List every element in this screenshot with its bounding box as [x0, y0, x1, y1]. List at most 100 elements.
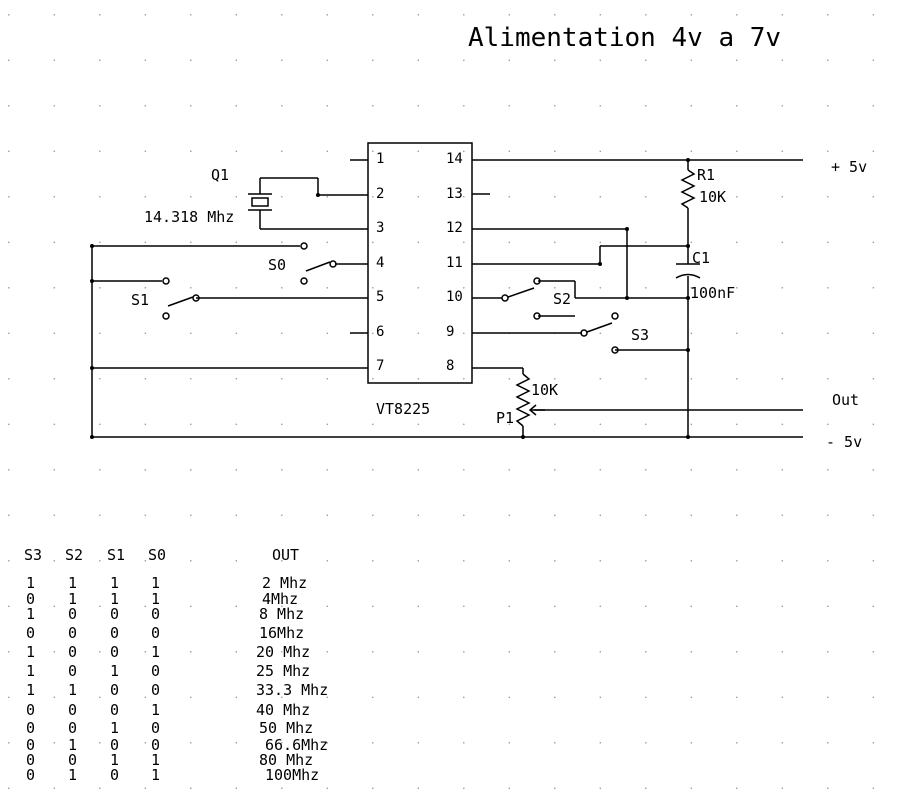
table-cell-s3: 0 — [26, 624, 35, 642]
table-cell-out: 66.6Mhz — [265, 736, 328, 754]
crystal-ref: Q1 — [211, 166, 229, 184]
pin-13-label: 13 — [446, 186, 463, 202]
switch-s1-label: S1 — [131, 291, 149, 309]
terminal-vminus: - 5v — [826, 433, 862, 451]
terminal-out: Out — [832, 391, 859, 409]
table-cell-s0: 0 — [151, 719, 160, 737]
table-cell-s2: 0 — [68, 751, 77, 769]
capacitor-c1-symbol — [675, 263, 701, 279]
table-cell-s2: 0 — [68, 643, 77, 661]
table-cell-s0: 0 — [151, 662, 160, 680]
diagram-title: Alimentation 4v a 7v — [468, 23, 781, 53]
table-cell-s3: 0 — [26, 751, 35, 769]
table-cell-s0: 1 — [151, 590, 160, 608]
pot-ref: P1 — [496, 409, 514, 427]
table-header-s3: S3 — [24, 546, 42, 564]
pin-14-label: 14 — [446, 151, 463, 167]
table-cell-s2: 0 — [68, 662, 77, 680]
ic-chip-body — [367, 142, 473, 384]
table-cell-s2: 0 — [68, 605, 77, 623]
crystal-value: 14.318 Mhz — [144, 208, 234, 226]
pin-5-label: 5 — [376, 289, 384, 305]
table-cell-s2: 1 — [68, 766, 77, 784]
table-cell-s3: 0 — [26, 719, 35, 737]
unconnected-pin-stubs — [350, 159, 490, 334]
capacitor-ref: C1 — [692, 249, 710, 267]
pin-12-label: 12 — [446, 220, 463, 236]
table-cell-s1: 1 — [110, 662, 119, 680]
table-cell-out: 100Mhz — [265, 766, 319, 784]
crystal-q1-symbol — [248, 193, 272, 211]
resistor-r1-symbol — [680, 169, 696, 209]
table-cell-out: 25 Mhz — [256, 662, 310, 680]
table-cell-s0: 1 — [151, 766, 160, 784]
table-cell-s3: 1 — [26, 662, 35, 680]
table-cell-s0: 1 — [151, 701, 160, 719]
table-cell-s1: 0 — [110, 701, 119, 719]
pin-2-label: 2 — [376, 186, 384, 202]
table-cell-s3: 0 — [26, 736, 35, 754]
pin-10-label: 10 — [446, 289, 463, 305]
table-cell-s1: 0 — [110, 681, 119, 699]
table-cell-out: 8 Mhz — [259, 605, 304, 623]
potentiometer-p1-symbol — [515, 373, 545, 427]
table-cell-s0: 0 — [151, 605, 160, 623]
table-cell-out: 40 Mhz — [256, 701, 310, 719]
table-cell-out: 4Mhz — [262, 590, 298, 608]
table-cell-s2: 1 — [68, 736, 77, 754]
pin-1-label: 1 — [376, 151, 384, 167]
resistor-value: 10K — [699, 188, 726, 206]
table-cell-s0: 0 — [151, 736, 160, 754]
table-cell-s2: 0 — [68, 701, 77, 719]
circuit-wires — [91, 159, 803, 438]
table-cell-s1: 0 — [110, 624, 119, 642]
table-cell-s2: 1 — [68, 574, 77, 592]
table-cell-out: 20 Mhz — [256, 643, 310, 661]
table-cell-s1: 1 — [110, 590, 119, 608]
table-cell-out: 33.3 Mhz — [256, 681, 328, 699]
table-cell-out: 16Mhz — [259, 624, 304, 642]
table-header-s1: S1 — [107, 546, 125, 564]
switch-s0-label: S0 — [268, 256, 286, 274]
table-cell-s1: 0 — [110, 766, 119, 784]
pin-9-label: 9 — [446, 324, 454, 340]
pin-3-label: 3 — [376, 220, 384, 236]
table-cell-s1: 1 — [110, 719, 119, 737]
table-cell-s0: 1 — [151, 643, 160, 661]
pin-4-label: 4 — [376, 255, 384, 271]
table-header-s2: S2 — [65, 546, 83, 564]
table-cell-s3: 0 — [26, 766, 35, 784]
pin-6-label: 6 — [376, 324, 384, 340]
terminal-vplus: + 5v — [831, 158, 867, 176]
table-header-s0: S0 — [148, 546, 166, 564]
junction-dots — [90, 158, 690, 439]
table-cell-s1: 0 — [110, 736, 119, 754]
table-cell-s3: 0 — [26, 701, 35, 719]
switch-s0-symbol — [300, 242, 337, 285]
ic-chip-name: VT8225 — [376, 400, 430, 418]
table-cell-s2: 0 — [68, 624, 77, 642]
table-cell-out: 2 Mhz — [262, 574, 307, 592]
table-cell-s0: 0 — [151, 681, 160, 699]
resistor-ref: R1 — [697, 166, 715, 184]
switch-s3-symbol — [580, 312, 619, 354]
table-cell-s1: 0 — [110, 605, 119, 623]
pin-7-label: 7 — [376, 358, 384, 374]
table-cell-out: 50 Mhz — [259, 719, 313, 737]
switch-s2-symbol — [501, 277, 541, 320]
table-header-out: OUT — [272, 546, 299, 564]
table-cell-s2: 0 — [68, 719, 77, 737]
switch-s3-label: S3 — [631, 326, 649, 344]
pin-11-label: 11 — [446, 255, 463, 271]
table-cell-out: 80 Mhz — [259, 751, 313, 769]
table-cell-s3: 1 — [26, 681, 35, 699]
table-cell-s1: 1 — [110, 574, 119, 592]
table-cell-s1: 0 — [110, 643, 119, 661]
table-cell-s3: 1 — [26, 574, 35, 592]
table-cell-s0: 0 — [151, 624, 160, 642]
capacitor-value: 100nF — [690, 284, 735, 302]
